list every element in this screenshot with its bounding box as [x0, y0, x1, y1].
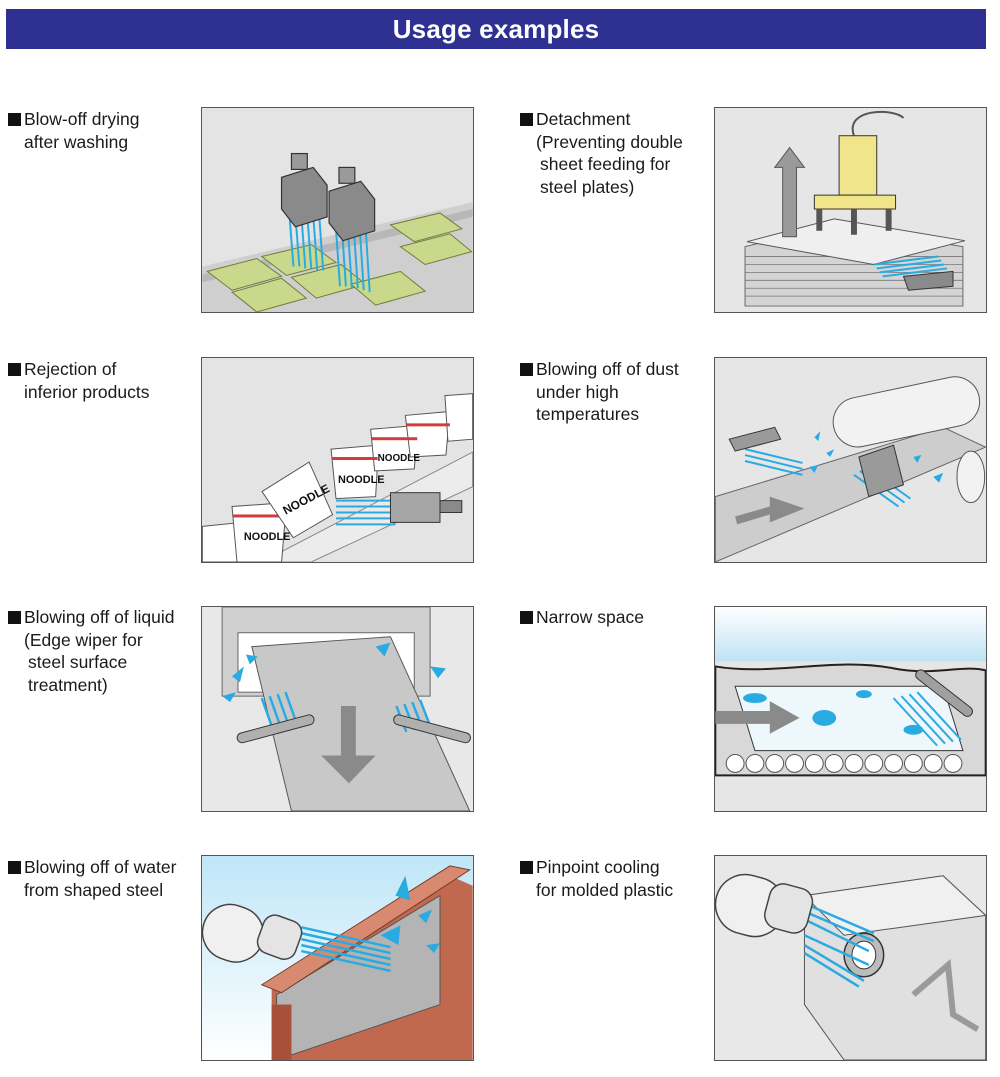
- square-bullet-icon: [8, 861, 21, 874]
- illustration-narrow-space: [714, 606, 987, 812]
- caption-rejection: Rejection of inferior products: [8, 358, 149, 403]
- illustration-rejection: NOODLE NOODLE NOODLE NOODLE: [201, 357, 474, 563]
- cup-label: NOODLE: [244, 531, 291, 543]
- square-bullet-icon: [8, 113, 21, 126]
- caption-liquid: Blowing off of liquid (Edge wiper for st…: [8, 606, 174, 696]
- square-bullet-icon: [520, 611, 533, 624]
- square-bullet-icon: [8, 363, 21, 376]
- page-title: Usage examples: [392, 13, 600, 44]
- shaped-steel-scene: [202, 856, 473, 1060]
- caption-pinpoint-cooling: Pinpoint cooling for molded plastic: [520, 856, 673, 901]
- square-bullet-icon: [8, 611, 21, 624]
- illustration-blow-off-drying: [201, 107, 474, 313]
- drying-scene: [202, 108, 473, 312]
- caption-narrow-space: Narrow space: [520, 606, 644, 629]
- caption-detachment: Detachment (Preventing double sheet feed…: [520, 108, 683, 198]
- pinpoint-cooling-scene: [715, 856, 986, 1060]
- caption-blow-off-drying: Blow-off drying after washing: [8, 108, 139, 153]
- illustration-dust-high-temp: [714, 357, 987, 563]
- square-bullet-icon: [520, 113, 533, 126]
- illustration-shaped-steel: [201, 855, 474, 1061]
- illustration-liquid: [201, 606, 474, 812]
- cup-label: NOODLE: [338, 474, 385, 486]
- caption-dust-high-temp: Blowing off of dust under high temperatu…: [520, 358, 679, 426]
- cup-label: NOODLE: [378, 453, 421, 464]
- liquid-scene: [202, 607, 473, 811]
- narrow-space-scene: [715, 607, 986, 811]
- square-bullet-icon: [520, 861, 533, 874]
- detachment-scene: [715, 108, 986, 312]
- illustration-pinpoint-cooling: [714, 855, 987, 1061]
- title-banner: Usage examples: [6, 9, 986, 49]
- caption-shaped-steel: Blowing off of water from shaped steel: [8, 856, 176, 901]
- rejection-scene: NOODLE NOODLE NOODLE NOODLE: [202, 358, 473, 562]
- illustration-detachment: [714, 107, 987, 313]
- square-bullet-icon: [520, 363, 533, 376]
- dust-scene: [715, 358, 986, 562]
